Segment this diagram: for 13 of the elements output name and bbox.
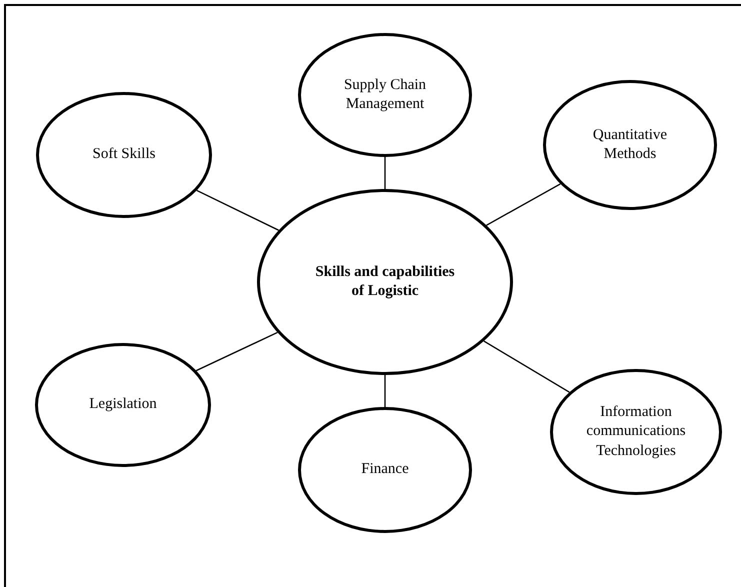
connector-line [196, 332, 278, 372]
connector-line [384, 157, 386, 189]
node-label: Information communications Technologies [585, 402, 687, 461]
connector-line [484, 340, 570, 393]
connector-line [486, 183, 561, 226]
connector-line [384, 375, 386, 407]
node-label: Soft Skills [92, 145, 156, 164]
node-label: Finance [361, 460, 409, 480]
node-label: Quantitative Methods [592, 126, 668, 164]
node-label: Skills and capabilities of Logistic [314, 262, 456, 301]
connector-line [196, 190, 279, 231]
node-label: Legislation [89, 395, 157, 414]
node-label: Supply Chain Management [342, 76, 428, 114]
